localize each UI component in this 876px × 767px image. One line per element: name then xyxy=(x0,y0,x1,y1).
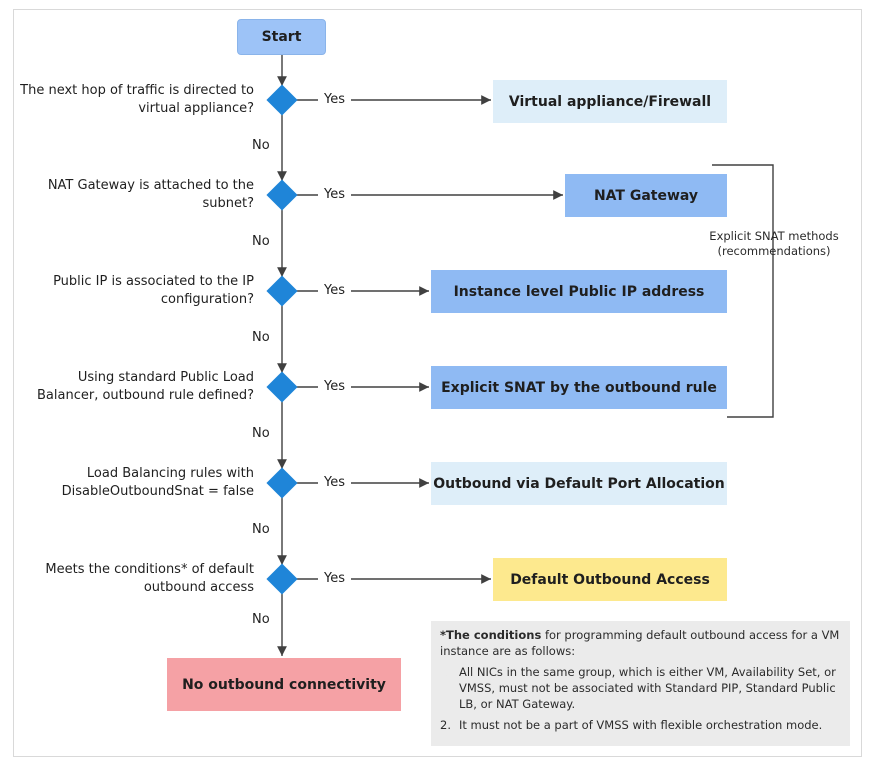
decision-question-6: Meets the conditions* of default outboun… xyxy=(45,562,254,595)
note-item-2-text: It must not be a part of VMSS with flexi… xyxy=(459,718,823,732)
diagram-frame xyxy=(13,9,862,757)
note-heading-bold: *The conditions xyxy=(440,628,542,642)
outcome-instance-public-ip: Instance level Public IP address xyxy=(431,270,727,313)
decision-question-4: Using standard Public Load Balancer, out… xyxy=(37,370,254,403)
yes-label-1: Yes xyxy=(324,92,345,107)
outcome-explicit-snat: Explicit SNAT by the outbound rule xyxy=(431,366,727,409)
note-heading: *The conditions for programming default … xyxy=(440,627,840,659)
decision-diamond-5 xyxy=(266,467,298,499)
decision-question-5: Load Balancing rules with DisableOutboun… xyxy=(61,466,254,499)
no-label-3: No xyxy=(252,330,270,345)
outcome-virtual-appliance: Virtual appliance/Firewall xyxy=(493,80,727,123)
decision-diamond-4 xyxy=(266,371,298,403)
outcome-default-port-allocation: Outbound via Default Port Allocation xyxy=(431,462,727,505)
no-label-6: No xyxy=(252,612,270,627)
yes-label-2: Yes xyxy=(324,187,345,202)
start-label: Start xyxy=(261,29,302,45)
decision-diamond-2 xyxy=(266,179,298,211)
yes-label-3: Yes xyxy=(324,283,345,298)
note-heading-rest: for programming default outbound access … xyxy=(440,628,840,658)
yes-label-5: Yes xyxy=(324,475,345,490)
decision-diamond-6 xyxy=(266,563,298,595)
outcome-nat-gateway: NAT Gateway xyxy=(565,174,727,217)
outcome-default-outbound-access: Default Outbound Access xyxy=(493,558,727,601)
explicit-snat-bracket xyxy=(712,164,774,418)
note-item-1: 1. All NICs in the same group, which is … xyxy=(440,664,840,712)
no-label-1: No xyxy=(252,138,270,153)
decision-question-2: NAT Gateway is attached to the subnet? xyxy=(47,178,254,211)
note-item-2: 2. It must not be a part of VMSS with fl… xyxy=(440,717,840,733)
yes-label-6: Yes xyxy=(324,571,345,586)
note-item-1-number: 1. xyxy=(440,665,451,679)
outcome-no-outbound-connectivity: No outbound connectivity xyxy=(167,658,401,711)
no-label-2: No xyxy=(252,234,270,249)
start-node: Start xyxy=(237,19,326,55)
note-item-2-number: 2. xyxy=(440,718,451,732)
decision-diamond-1 xyxy=(266,84,298,116)
no-label-5: No xyxy=(252,522,270,537)
explicit-snat-methods-label: Explicit SNAT methods (recommendations) xyxy=(709,229,839,258)
decision-question-1: The next hop of traffic is directed to v… xyxy=(20,83,254,116)
decision-diamond-3 xyxy=(266,275,298,307)
decision-question-3: Public IP is associated to the IP config… xyxy=(53,274,254,307)
note-item-1-text: All NICs in the same group, which is eit… xyxy=(459,665,836,711)
yes-label-4: Yes xyxy=(324,379,345,394)
no-label-4: No xyxy=(252,426,270,441)
conditions-note: *The conditions for programming default … xyxy=(431,621,850,746)
